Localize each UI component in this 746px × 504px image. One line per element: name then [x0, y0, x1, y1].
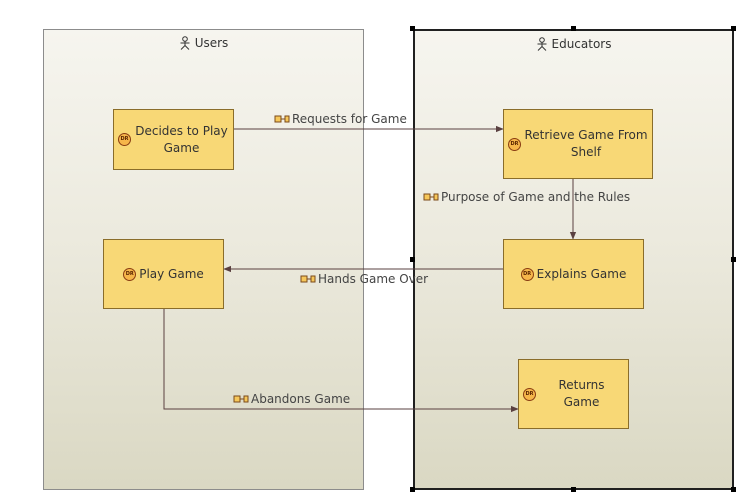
selection-handle[interactable] — [731, 26, 736, 31]
node-label: Play Game — [139, 266, 204, 281]
edge-label-hands-over[interactable]: Hands Game Over — [300, 272, 428, 286]
actor-icon — [537, 37, 546, 51]
dr-badge-icon: DR — [523, 387, 536, 401]
edge-label-text: Hands Game Over — [318, 272, 429, 286]
actor-icon — [180, 36, 190, 50]
node-label: Retrieve Game From Shelf — [524, 128, 648, 159]
flow-icon — [233, 395, 249, 403]
flow-icon — [423, 193, 439, 201]
node-returns-game[interactable]: DR Returns Game — [518, 359, 629, 429]
users-lane-title: Users — [194, 36, 229, 50]
flow-icon — [300, 275, 316, 283]
selection-handle[interactable] — [410, 26, 415, 31]
dr-badge-icon: DR — [508, 137, 521, 151]
selection-handle[interactable] — [410, 257, 415, 262]
educators-lane-header: Educators — [415, 37, 732, 51]
dr-badge-icon: DR — [123, 267, 137, 281]
educators-lane-title: Educators — [551, 37, 612, 51]
selection-handle[interactable] — [410, 487, 415, 492]
selection-handle[interactable] — [571, 487, 576, 492]
edge-label-purpose[interactable]: Purpose of Game and the Rules — [423, 190, 630, 204]
edge-label-text: Abandons Game — [251, 392, 351, 406]
edge-abandons-line[interactable] — [163, 309, 519, 413]
node-decides-to-play-game[interactable]: DR Decides to Play Game — [113, 109, 234, 170]
edge-label-abandons[interactable]: Abandons Game — [233, 392, 350, 406]
node-play-game[interactable]: DR Play Game — [103, 239, 224, 309]
selection-handle[interactable] — [731, 257, 736, 262]
node-label: Returns Game — [558, 378, 605, 409]
dr-badge-icon: DR — [118, 133, 131, 146]
edge-label-requests[interactable]: Requests for Game — [274, 112, 407, 126]
node-explains-game[interactable]: DR Explains Game — [503, 239, 644, 309]
edge-label-text: Requests for Game — [292, 112, 407, 126]
node-label: Explains Game — [536, 266, 627, 281]
selection-handle[interactable] — [571, 26, 576, 31]
flow-icon — [274, 115, 290, 123]
users-lane-header: Users — [44, 36, 363, 50]
dr-badge-icon: DR — [520, 267, 534, 281]
node-label: Decides to Play Game — [135, 123, 228, 155]
edge-label-text: Purpose of Game and the Rules — [441, 190, 631, 204]
selection-handle[interactable] — [731, 487, 736, 492]
node-retrieve-game-from-shelf[interactable]: DR Retrieve Game From Shelf — [503, 109, 653, 179]
